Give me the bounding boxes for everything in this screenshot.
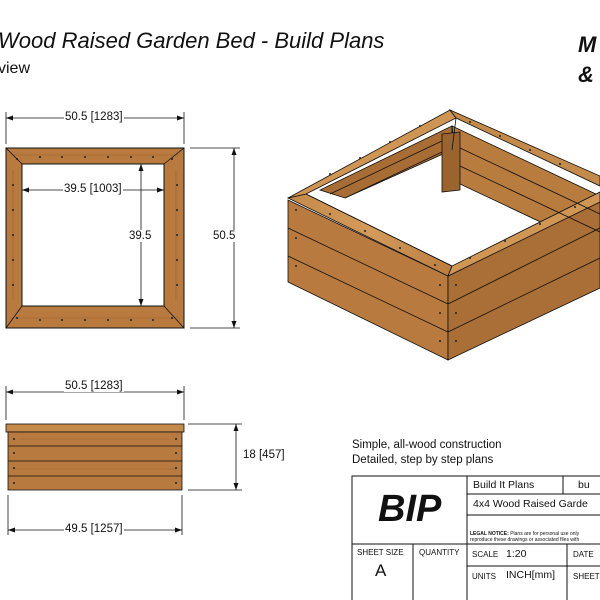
page-title: Wood Raised Garden Bed - Build Plans — [0, 28, 385, 53]
dim-inner-width: 39.5 [1003] — [63, 183, 123, 195]
dim-outer-width: 50.5 [1283] — [64, 111, 124, 123]
brand-line-2: & — [578, 62, 594, 87]
quantity-label: QUANTITY — [419, 548, 460, 557]
brand-mark: M & — [578, 30, 596, 90]
date-label: DATE — [573, 550, 594, 559]
scale-value: 1:20 — [506, 548, 527, 560]
isometric-bed — [286, 109, 600, 361]
front-view-arrows — [6, 389, 239, 533]
sheet-label: SHEET — [573, 572, 600, 581]
note-line-1: Simple, all-wood construction — [352, 439, 502, 451]
company-logo: BIP — [378, 488, 442, 530]
view-label: view — [0, 60, 31, 77]
units-value: INCH[mm] — [506, 569, 555, 581]
top-view-frame — [5, 147, 185, 329]
note-line-2: Detailed, step by step plans — [352, 454, 494, 466]
legal-notice-line-1: Plans are for personal use only — [510, 531, 580, 537]
brand-line-1: M — [578, 32, 597, 57]
dim-inner-height: 39.5 — [128, 230, 153, 242]
dim-front-height: 18 [457] — [242, 449, 286, 461]
front-view-screws — [13, 438, 177, 484]
scale-label: SCALE — [472, 550, 499, 559]
isometric-screws — [295, 121, 576, 342]
sheet-size-label: SHEET SIZE — [357, 548, 404, 557]
top-view-arrows — [6, 115, 237, 328]
dim-outer-height: 50.5 — [212, 230, 237, 242]
front-view — [5, 423, 185, 491]
title-block-frame — [351, 475, 600, 600]
units-label: UNITS — [472, 572, 496, 581]
legal-notice-label: LEGAL NOTICE: — [470, 531, 509, 537]
dim-front-top-width: 50.5 [1283] — [64, 380, 124, 392]
top-view-screws — [12, 156, 178, 321]
company-name-right: bu — [578, 479, 590, 491]
dim-front-bottom-width: 49.5 [1257] — [64, 523, 124, 535]
drawing-title: 4x4 Wood Raised Garde — [473, 498, 588, 510]
legal-notice-line-2: reproduce these drawings or associated f… — [470, 537, 580, 543]
company-name: Build It Plans — [473, 479, 535, 491]
legal-notice: LEGAL NOTICE: Plans are for personal use… — [470, 531, 579, 543]
sheet-size-value: A — [375, 561, 387, 580]
